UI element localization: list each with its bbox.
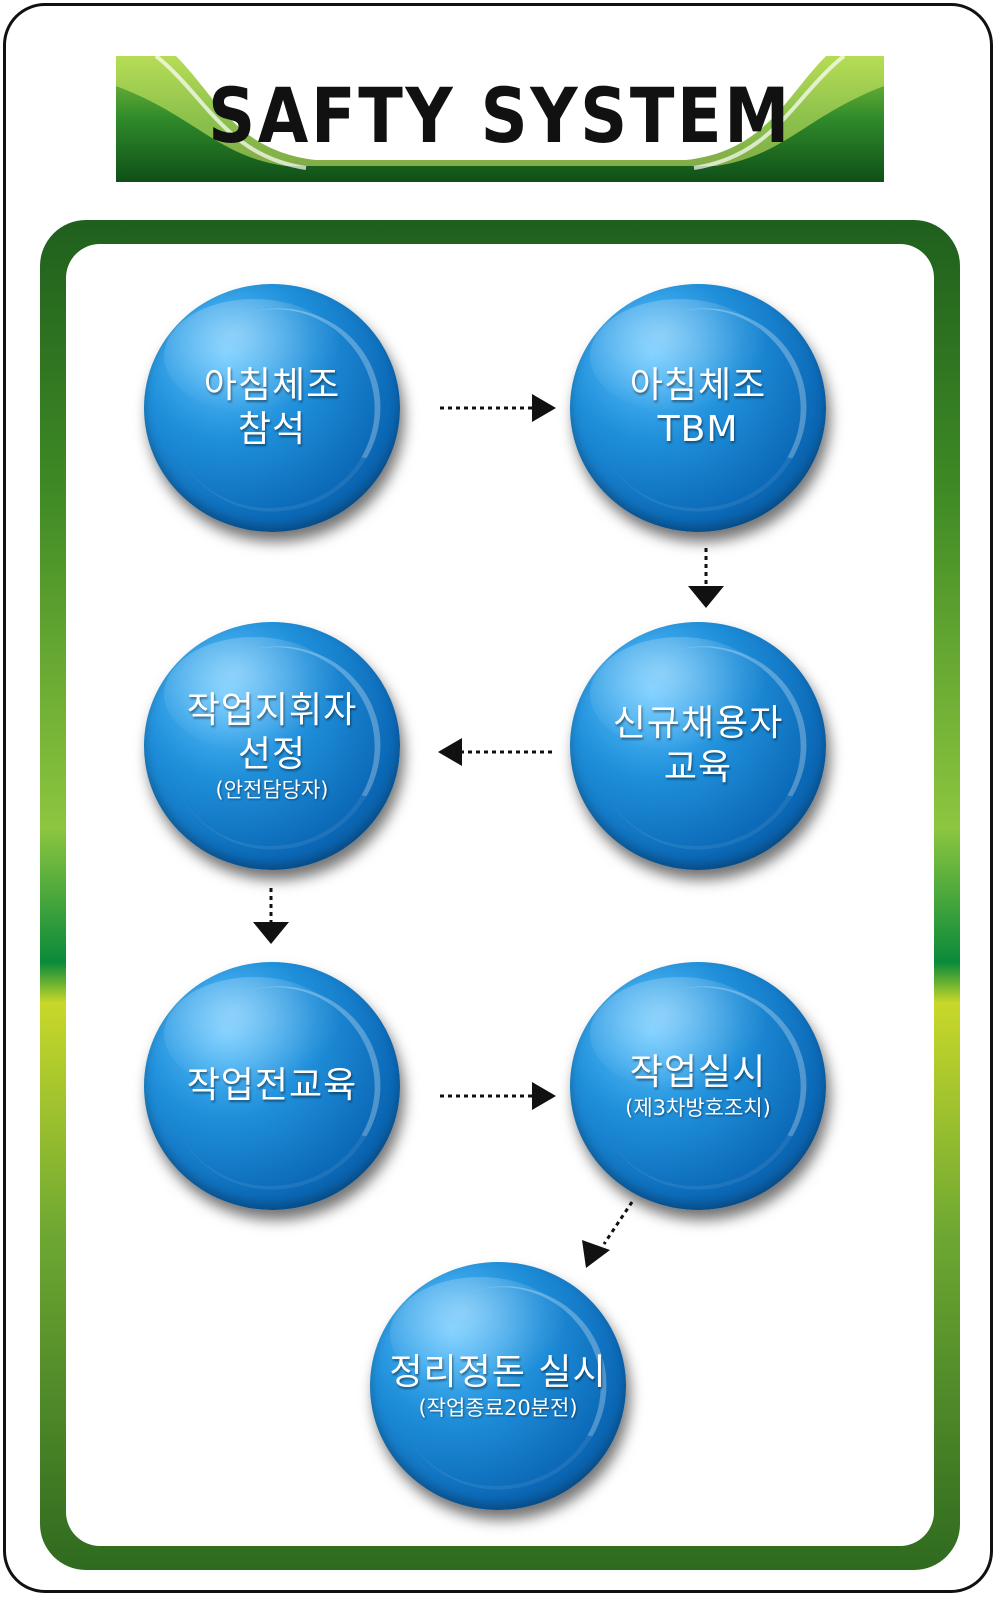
node-label: 작업전교육 <box>186 1065 358 1106</box>
node-label: 교육 <box>663 747 733 788</box>
banner-title: SAFTY SYSTEM <box>208 71 792 160</box>
arrowhead-n2-n3 <box>688 586 724 608</box>
step-morning-exercise-attendance: 아침체조 참석 <box>144 284 400 532</box>
node-sublabel: (안전담당자) <box>215 778 329 802</box>
arrowhead-n6-n7 <box>582 1240 610 1268</box>
node-label: 아침체조 <box>203 365 341 406</box>
node-label: TBM <box>657 409 739 450</box>
arrowhead-n3-n4 <box>438 738 462 766</box>
node-label: 선정 <box>237 734 307 775</box>
node-label: 정리정돈 실시 <box>389 1352 607 1393</box>
arrowhead-n4-n5 <box>253 922 289 944</box>
node-sublabel: (작업종료20분전) <box>418 1396 578 1420</box>
arrowhead-n1-n2 <box>532 394 556 422</box>
node-label: 작업지휘자 <box>186 690 358 731</box>
node-label: 작업실시 <box>629 1052 767 1093</box>
node-label: 아침체조 <box>629 365 767 406</box>
step-new-hire-education: 신규채용자 교육 <box>570 622 826 870</box>
title-banner: SAFTY SYSTEM <box>116 56 884 182</box>
step-morning-exercise-tbm: 아침체조 TBM <box>570 284 826 532</box>
step-work-execution: 작업실시 (제3차방호조치) <box>570 962 826 1210</box>
arrow-n6-n7 <box>602 1201 634 1245</box>
arrowhead-n5-n6 <box>532 1082 556 1110</box>
step-work-supervisor-selection: 작업지휘자 선정 (안전담당자) <box>144 622 400 870</box>
node-label: 신규채용자 <box>612 703 784 744</box>
banner-background <box>116 56 884 182</box>
node-label: 참석 <box>237 409 307 450</box>
node-sublabel: (제3차방호조치) <box>625 1096 771 1120</box>
step-pre-work-education: 작업전교육 <box>144 962 400 1210</box>
step-cleanup: 정리정돈 실시 (작업종료20분전) <box>370 1262 626 1510</box>
